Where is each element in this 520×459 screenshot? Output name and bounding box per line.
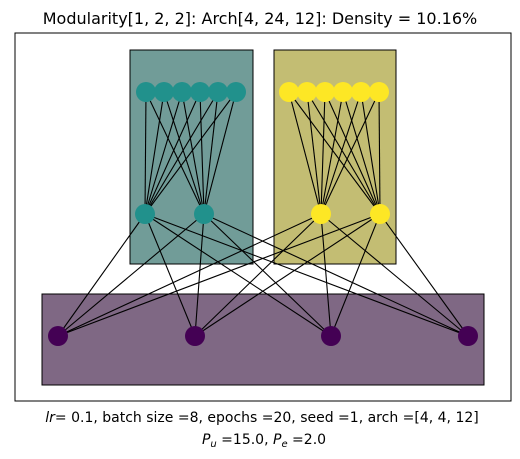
pe-subscript: e — [281, 439, 287, 450]
edge-hidden-output — [144, 213, 469, 337]
pe-symbol: P — [273, 432, 282, 448]
edge-input-hidden-left — [145, 91, 205, 215]
edge-input-hidden-left — [144, 91, 219, 215]
hidden-node-right — [370, 204, 390, 224]
pu-subscript: u — [210, 439, 216, 450]
edge-hidden-output — [144, 213, 332, 337]
output-layer-box — [41, 293, 485, 386]
edge-input-hidden-right — [360, 91, 381, 215]
edge-hidden-output — [330, 213, 381, 337]
output-node — [185, 326, 205, 346]
edge-input-hidden-right — [324, 91, 381, 215]
edge-hidden-output — [57, 213, 381, 337]
edge-input-hidden-right — [320, 91, 380, 215]
edge-input-hidden-right — [288, 91, 381, 215]
pu-symbol: P — [202, 432, 211, 448]
edge-input-hidden-left — [203, 91, 219, 215]
edge-input-hidden-right — [306, 91, 322, 215]
hidden-node-left — [194, 204, 214, 224]
pu-value: =15.0, — [217, 432, 273, 448]
output-node — [321, 326, 341, 346]
output-node — [458, 326, 478, 346]
edge-input-hidden-left — [144, 91, 147, 215]
input-node-right — [315, 82, 335, 102]
input-node-right — [279, 82, 299, 102]
edge-hidden-output — [57, 213, 205, 337]
edge-hidden-output — [379, 213, 469, 337]
edge-hidden-output — [144, 213, 196, 337]
input-node-right — [369, 82, 389, 102]
edge-input-hidden-left — [203, 91, 237, 215]
input-node-right — [351, 82, 371, 102]
edge-hidden-output — [320, 213, 469, 337]
figure-title: Modularity[1, 2, 2]: Arch[4, 24, 12]: De… — [43, 9, 477, 28]
edge-input-hidden-right — [306, 91, 381, 215]
footer-line-1: lr= 0.1, batch size =8, epochs =20, seed… — [45, 410, 478, 426]
edge-input-hidden-left — [181, 91, 205, 215]
nodes-group — [48, 82, 478, 346]
input-node-left — [226, 82, 246, 102]
edge-input-hidden-right — [342, 91, 381, 215]
edge-input-hidden-left — [144, 91, 201, 215]
edge-hidden-output — [57, 213, 322, 337]
edge-input-hidden-left — [144, 91, 237, 215]
edge-input-hidden-right — [378, 91, 381, 215]
edge-input-hidden-right — [320, 91, 362, 215]
footer-line-1-text: = 0.1, batch size =8, epochs =20, seed =… — [55, 410, 479, 426]
input-node-left — [136, 82, 156, 102]
edge-hidden-output — [57, 213, 146, 337]
input-node-left — [172, 82, 192, 102]
hidden-node-right — [311, 204, 331, 224]
input-node-left — [154, 82, 174, 102]
edge-input-hidden-right — [320, 91, 344, 215]
edge-input-hidden-right — [288, 91, 322, 215]
edge-hidden-output — [194, 213, 381, 337]
footer-line-2: Pu =15.0, Pe =2.0 — [202, 432, 326, 450]
edge-input-hidden-left — [144, 91, 165, 215]
edge-hidden-output — [203, 213, 469, 337]
input-node-left — [190, 82, 210, 102]
input-node-right — [333, 82, 353, 102]
edge-input-hidden-left — [163, 91, 205, 215]
edge-input-hidden-right — [320, 91, 326, 215]
pe-value: =2.0 — [288, 432, 326, 448]
input-node-left — [208, 82, 228, 102]
edge-hidden-output — [203, 213, 332, 337]
edges-group — [57, 91, 469, 337]
plot-frame — [14, 32, 512, 402]
input-node-right — [297, 82, 317, 102]
edge-input-hidden-left — [144, 91, 183, 215]
edge-hidden-output — [194, 213, 322, 337]
hidden-node-left — [135, 204, 155, 224]
output-node — [48, 326, 68, 346]
lr-symbol: lr — [45, 410, 56, 426]
edge-input-hidden-left — [199, 91, 205, 215]
edge-hidden-output — [194, 213, 205, 337]
edge-hidden-output — [320, 213, 332, 337]
